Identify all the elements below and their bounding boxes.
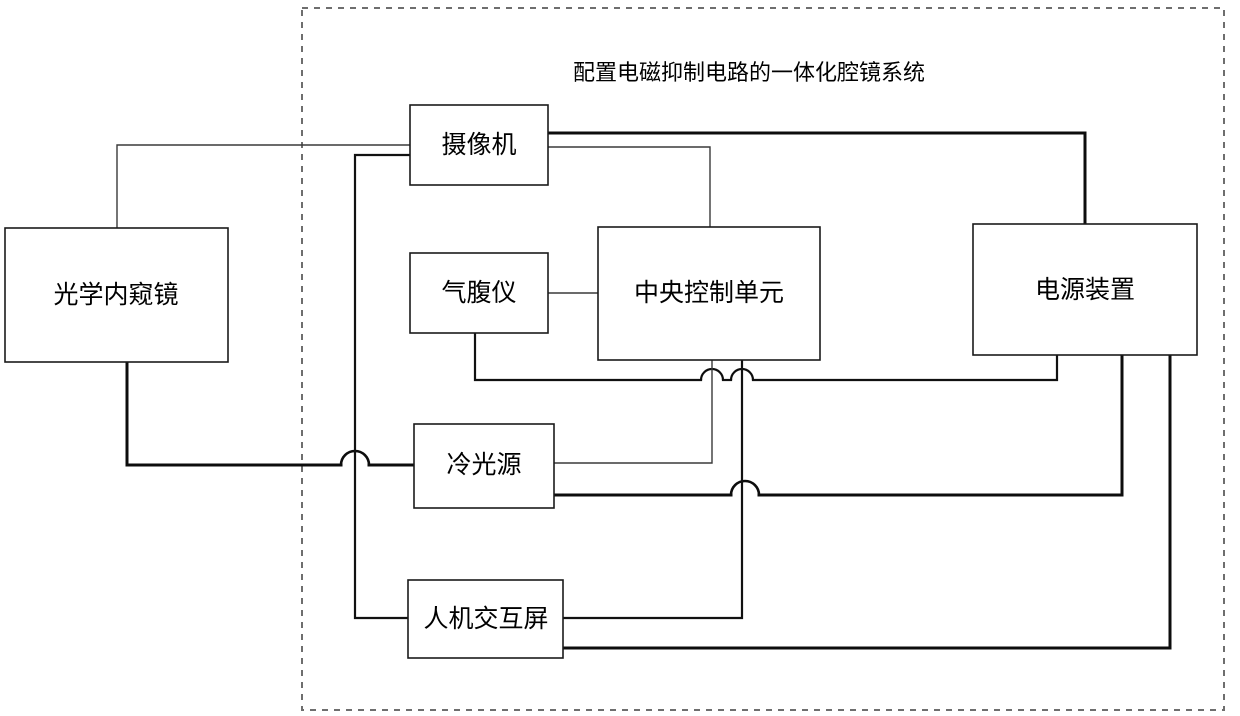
central-control-unit-box[interactable] bbox=[597, 226, 821, 361]
power-supply-label: 电源装置 bbox=[1035, 275, 1135, 304]
connection-hmi-to-power bbox=[561, 353, 1172, 650]
optical-endoscope-label: 光学内窥镜 bbox=[53, 280, 178, 309]
system-title: 配置电磁抑制电路的一体化腔镜系统 bbox=[573, 61, 925, 86]
connection-hmi-left-riser bbox=[353, 153, 412, 620]
camera-label: 摄像机 bbox=[441, 130, 516, 159]
central-control-unit-label: 中央控制单元 bbox=[634, 278, 784, 307]
insufflator-box[interactable] bbox=[409, 252, 549, 334]
power-supply-box[interactable] bbox=[972, 223, 1198, 356]
connection-hmi-to-ccu bbox=[561, 358, 744, 620]
connection-camera-to-power bbox=[546, 131, 1087, 226]
wire-hop-coldlight-over-riser bbox=[729, 479, 761, 496]
insufflator-label: 气腹仪 bbox=[441, 278, 516, 307]
node-central-control-unit[interactable]: 中央控制单元 bbox=[597, 226, 821, 361]
camera-box[interactable] bbox=[409, 104, 549, 186]
cold-light-source-box[interactable] bbox=[413, 423, 555, 509]
connection-cold-light-to-power bbox=[552, 353, 1124, 497]
node-hmi-screen[interactable]: 人机交互屏 bbox=[407, 579, 564, 659]
hmi-screen-label: 人机交互屏 bbox=[423, 604, 548, 633]
node-insufflator[interactable]: 气腹仪 bbox=[409, 252, 549, 334]
node-camera[interactable]: 摄像机 bbox=[409, 104, 549, 186]
cold-light-source-label: 冷光源 bbox=[446, 450, 521, 479]
connection-cold-light-to-ccu bbox=[553, 359, 713, 464]
connection-endoscope-to-cold-light bbox=[125, 360, 416, 467]
connection-camera-to-ccu bbox=[547, 146, 711, 228]
node-cold-light-source[interactable]: 冷光源 bbox=[413, 423, 555, 509]
node-power-supply[interactable]: 电源装置 bbox=[972, 223, 1198, 356]
node-optical-endoscope[interactable]: 光学内窥镜 bbox=[4, 227, 229, 363]
hmi-screen-box[interactable] bbox=[407, 579, 564, 659]
optical-endoscope-box[interactable] bbox=[4, 227, 229, 363]
system-boundary-dashed-rect bbox=[301, 7, 1225, 711]
connection-endoscope-to-camera bbox=[116, 144, 411, 229]
